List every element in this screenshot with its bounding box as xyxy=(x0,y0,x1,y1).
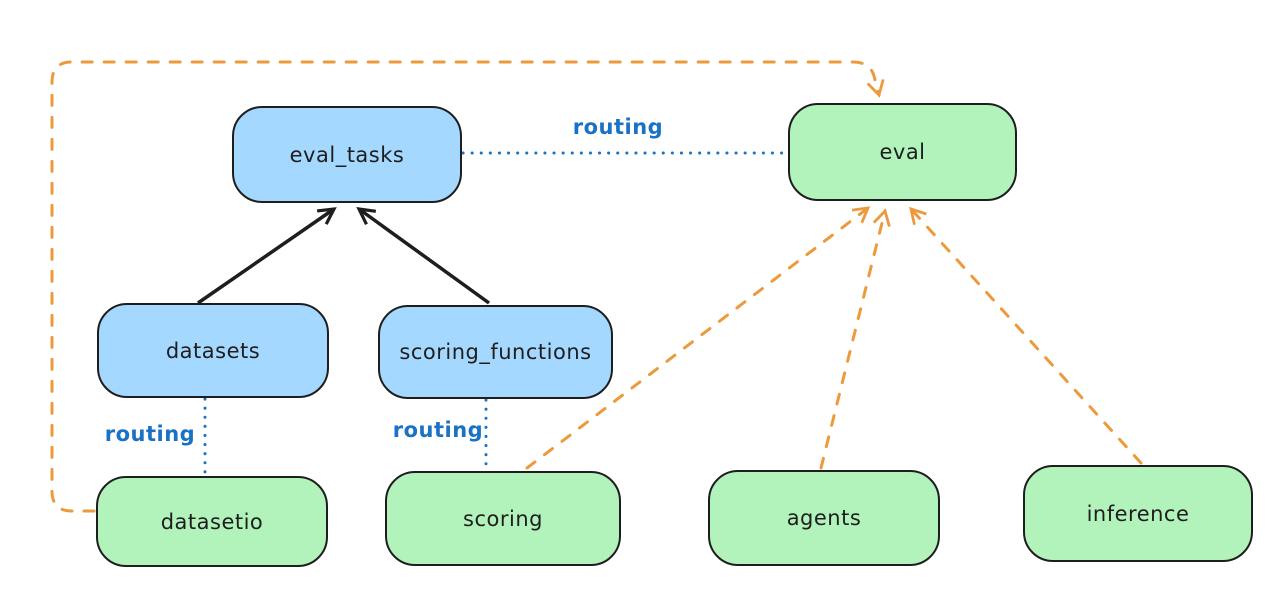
node-agents: agents xyxy=(708,470,940,566)
node-datasets-label: datasets xyxy=(165,338,261,363)
node-datasetio-label: datasetio xyxy=(160,509,264,534)
node-scoring-functions-label: scoring_functions xyxy=(399,340,592,364)
node-eval-label: eval xyxy=(879,140,926,164)
edge-datasets-to-eval-tasks xyxy=(197,207,337,305)
edge-scoring-functions-to-eval-tasks xyxy=(356,207,491,305)
node-agents-label: agents xyxy=(786,506,862,530)
node-inference: inference xyxy=(1023,465,1253,562)
routing-label-eval-tasks-eval: routing xyxy=(572,115,664,139)
node-datasetio: datasetio xyxy=(96,476,328,567)
edge-agents-to-eval xyxy=(819,208,891,470)
routing-label-scoring-functions-scoring: routing xyxy=(392,418,484,442)
node-eval: eval xyxy=(788,103,1017,201)
node-inference-label: inference xyxy=(1086,501,1190,526)
node-datasets: datasets xyxy=(97,303,329,398)
edge-scoring-to-eval xyxy=(525,206,871,470)
node-scoring-label: scoring xyxy=(463,506,543,531)
routing-label-datasets-datasetio: routing xyxy=(104,422,196,446)
node-scoring: scoring xyxy=(385,471,621,566)
edge-inference-to-eval xyxy=(909,206,1143,465)
node-eval-tasks: eval_tasks xyxy=(232,106,462,203)
node-scoring-functions: scoring_functions xyxy=(378,305,613,399)
node-eval-tasks-label: eval_tasks xyxy=(289,142,405,167)
